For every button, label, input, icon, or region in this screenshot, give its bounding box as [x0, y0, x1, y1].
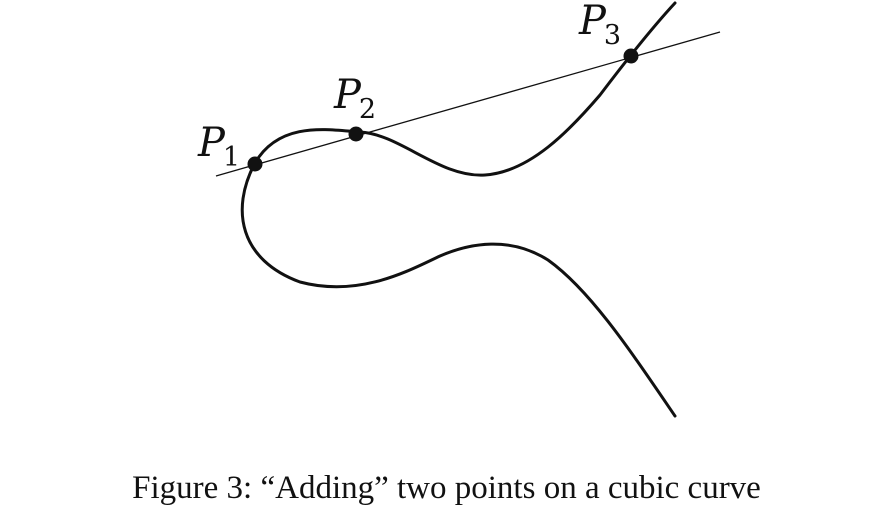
point-p2-marker [348, 126, 364, 142]
point-p2-letter: P [333, 72, 362, 118]
point-p1-letter: P [197, 120, 226, 166]
point-p1-subscript: 1 [223, 142, 240, 173]
cubic-curve-diagram: P1 P2 P3 [197, 0, 721, 418]
point-p2-label: P2 [333, 72, 376, 125]
figure-caption: Figure 3: “Adding” two points on a cubic… [132, 470, 761, 506]
point-p3-marker [623, 48, 639, 64]
point-p3-label: P3 [578, 0, 621, 51]
point-p2-subscript: 2 [359, 94, 376, 125]
point-p3-letter: P [578, 0, 607, 44]
point-p3-subscript: 3 [604, 20, 621, 51]
cubic-curve [240, 1, 677, 418]
point-p1-marker [247, 156, 263, 172]
point-p1-label: P1 [197, 120, 240, 173]
secant-line [215, 31, 721, 177]
